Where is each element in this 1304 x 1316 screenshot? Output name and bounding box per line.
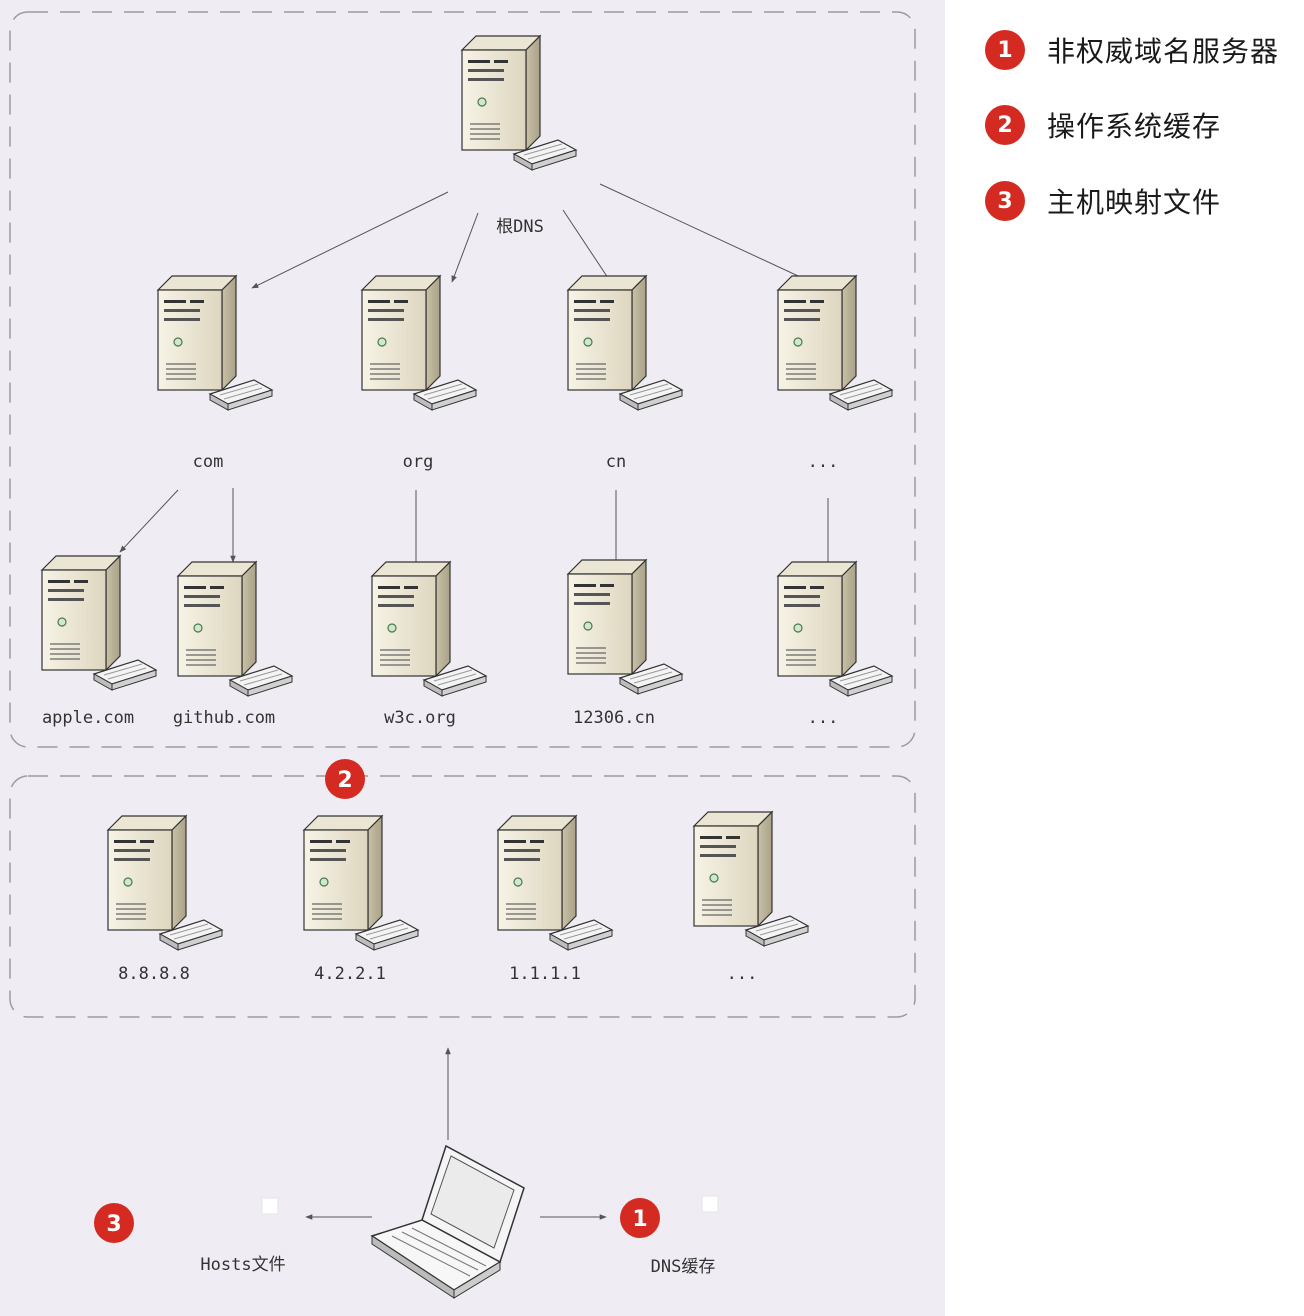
resolver-label: 1.1.1.1 (509, 964, 581, 984)
authoritative-server-icon (567, 559, 683, 695)
tld-label: cn (606, 452, 626, 472)
tld-server-icon (567, 275, 683, 411)
authoritative-server-icon (777, 561, 893, 697)
legend-badge: 1 (985, 30, 1025, 70)
resolver-label: 4.2.2.1 (314, 964, 386, 984)
arrow-root-to-cn (562, 209, 613, 285)
resolver-badge: 2 (325, 759, 365, 799)
authoritative-label: github.com (173, 708, 275, 728)
tld-server-icon (157, 275, 273, 411)
root-label: 根DNS (496, 217, 544, 237)
legend-label: 主机映射文件 (1047, 186, 1222, 219)
tld-label: org (403, 452, 434, 472)
svg-text:1: 1 (632, 1207, 647, 1232)
resolver-server-icon (497, 815, 613, 951)
resolver-label: ... (727, 964, 758, 984)
resolver-server-icon (107, 815, 223, 951)
legend-label: 操作系统缓存 (1047, 110, 1222, 143)
arrow-com-to-apple (119, 489, 179, 553)
authoritative-label: w3c.org (384, 708, 456, 728)
legend: 1 非权威域名服务器 2 操作系统缓存 3 主机映射文件 (985, 30, 1279, 257)
arrow-root-to-com (251, 191, 449, 289)
legend-item: 2 操作系统缓存 (985, 105, 1279, 145)
laptop-icon (370, 1144, 525, 1299)
authoritative-label: 12306.cn (573, 708, 655, 728)
arrow-root-to-more (599, 183, 825, 289)
resolver-region (9, 775, 916, 1018)
legend-item: 3 主机映射文件 (985, 181, 1279, 221)
resolver-server-icon (303, 815, 419, 951)
resolver-label: 8.8.8.8 (118, 964, 190, 984)
dns-cache-label: DNS缓存 (651, 1257, 716, 1277)
hosts-badge: 3 (94, 1203, 134, 1243)
authoritative-server-icon (177, 561, 293, 697)
root-server-icon (461, 35, 577, 171)
hosts-file-icon (261, 1197, 279, 1215)
legend-label: 非权威域名服务器 (1047, 35, 1280, 68)
tld-label: ... (808, 452, 839, 472)
svg-text:3: 3 (106, 1212, 121, 1237)
legend-item: 1 非权威域名服务器 (985, 30, 1279, 70)
tld-server-icon (361, 275, 477, 411)
dns-cache-icon (701, 1195, 719, 1213)
legend-badge: 3 (985, 181, 1025, 221)
hosts-file-label: Hosts文件 (200, 1255, 285, 1275)
svg-text:2: 2 (337, 768, 352, 793)
diagram-canvas: 根DNS com org cn ... apple.com github.com… (9, 11, 916, 1299)
dns-cache-badge: 1 (620, 1198, 660, 1238)
dns-hierarchy-diagram: 根DNS com org cn ... apple.com github.com… (0, 0, 945, 1316)
legend-badge: 2 (985, 105, 1025, 145)
authoritative-server-icon (41, 555, 157, 691)
tld-label: com (193, 452, 224, 472)
arrow-root-to-org (451, 212, 479, 283)
authoritative-label: ... (808, 708, 839, 728)
authoritative-region (9, 11, 916, 748)
authoritative-server-icon (371, 561, 487, 697)
authoritative-label: apple.com (42, 708, 134, 728)
resolver-server-icon (693, 811, 809, 947)
tld-server-icon (777, 275, 893, 411)
